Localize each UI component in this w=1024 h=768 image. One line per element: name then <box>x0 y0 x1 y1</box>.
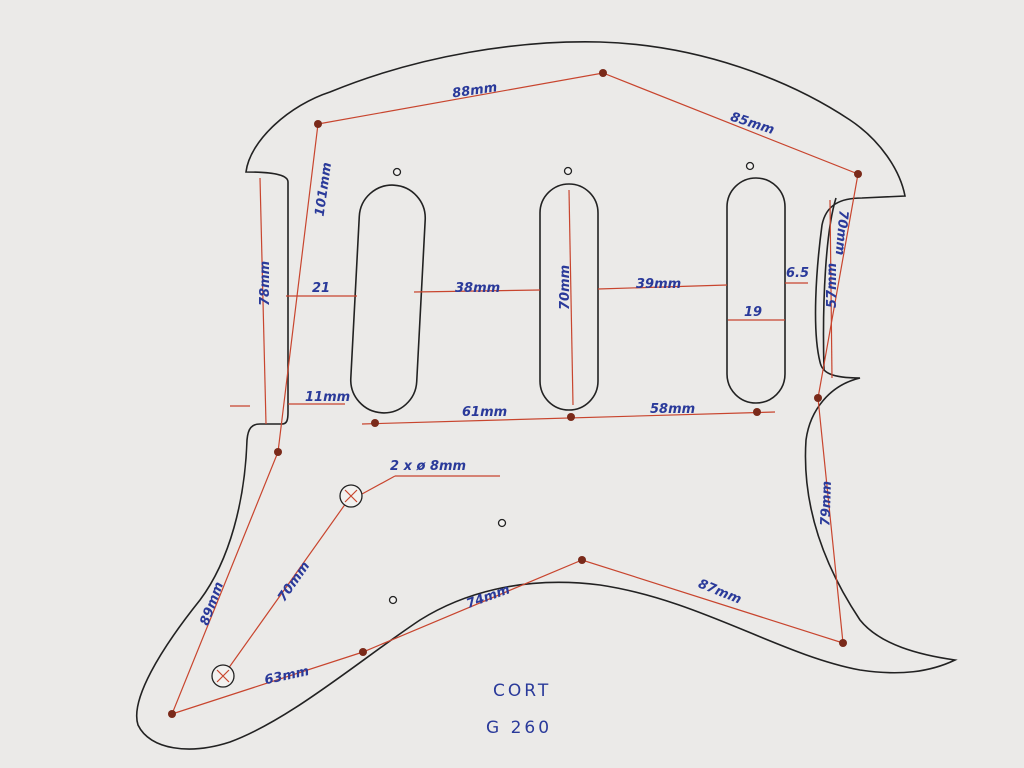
model-label: G 260 <box>486 718 552 738</box>
pickguard-outline <box>136 41 958 750</box>
label-101: 101mm <box>313 161 335 217</box>
control-hole-upper <box>339 484 363 508</box>
brand-label: CORT <box>493 681 551 701</box>
holes-leader <box>361 475 396 495</box>
screw-dots <box>168 69 862 718</box>
neck-pickup-slot <box>349 184 427 414</box>
pickup-len-line <box>568 189 574 406</box>
label-6-5: 6.5 <box>786 266 809 281</box>
label-39: 39mm <box>636 277 681 292</box>
small-holes <box>388 161 755 605</box>
gap-39-line <box>597 284 728 290</box>
label-78: 78mm <box>258 261 273 306</box>
label-11: 11mm <box>305 390 350 405</box>
label-21: 21 <box>312 281 330 296</box>
middle-pickup-slot <box>539 183 599 411</box>
label-79: 79mm <box>818 481 835 527</box>
label-57: 57mm <box>825 263 840 308</box>
bridge-pickup-slot <box>726 177 786 404</box>
control-hole-lower <box>211 664 235 688</box>
label-38: 38mm <box>455 281 500 296</box>
label-88: 88mm <box>451 80 498 101</box>
label-61: 61mm <box>462 405 507 420</box>
gap-38-line <box>413 289 541 293</box>
outline-measure-lines <box>170 72 859 715</box>
label-70-right: 70mm <box>832 210 851 256</box>
right-57-line <box>829 199 833 379</box>
label-holes: 2 x ø 8mm <box>390 459 466 474</box>
label-58: 58mm <box>650 402 695 417</box>
label-70-pickup: 70mm <box>558 265 573 310</box>
left-height-line <box>259 177 267 425</box>
hole-diag-line <box>222 495 352 677</box>
label-19: 19 <box>744 305 762 320</box>
neck-pocket-edge <box>822 197 837 371</box>
